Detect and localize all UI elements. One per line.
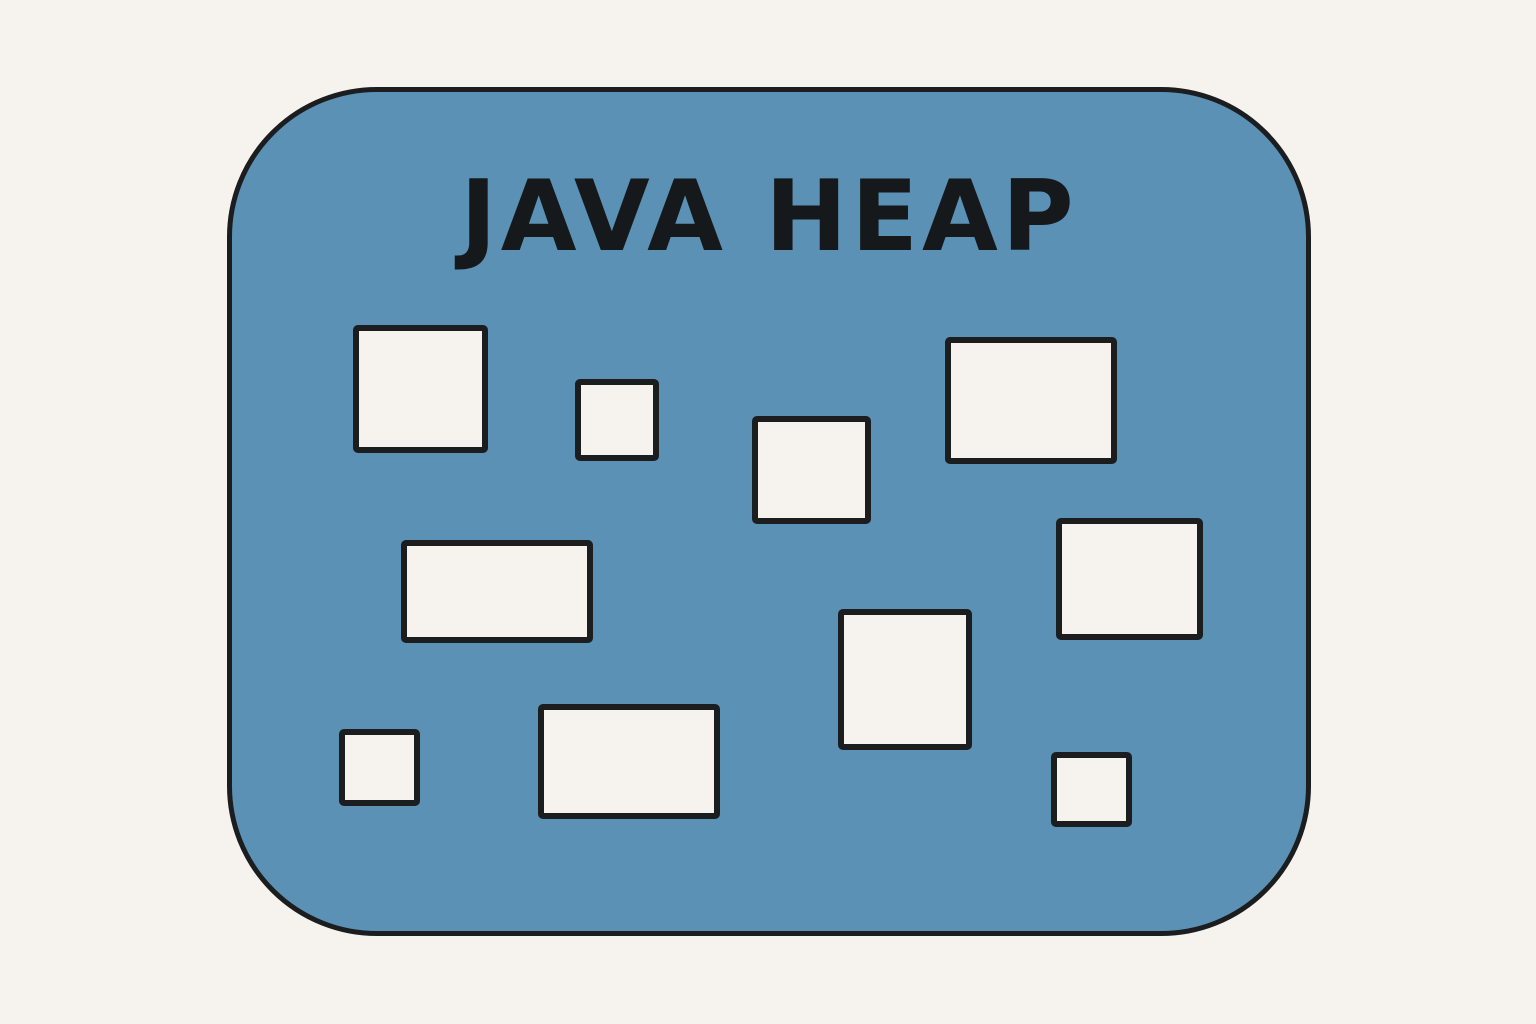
heap-object-7 bbox=[838, 609, 972, 750]
heap-object-6 bbox=[1056, 518, 1203, 640]
heap-object-2 bbox=[575, 379, 659, 461]
heap-object-1 bbox=[353, 325, 488, 453]
heap-object-3 bbox=[752, 416, 871, 524]
heap-object-4 bbox=[945, 337, 1117, 464]
heap-object-5 bbox=[401, 540, 593, 643]
heap-object-10 bbox=[1051, 752, 1132, 827]
heap-object-8 bbox=[339, 729, 420, 806]
heap-title: JAVA HEAP bbox=[460, 160, 1078, 274]
heap-object-9 bbox=[538, 704, 720, 819]
